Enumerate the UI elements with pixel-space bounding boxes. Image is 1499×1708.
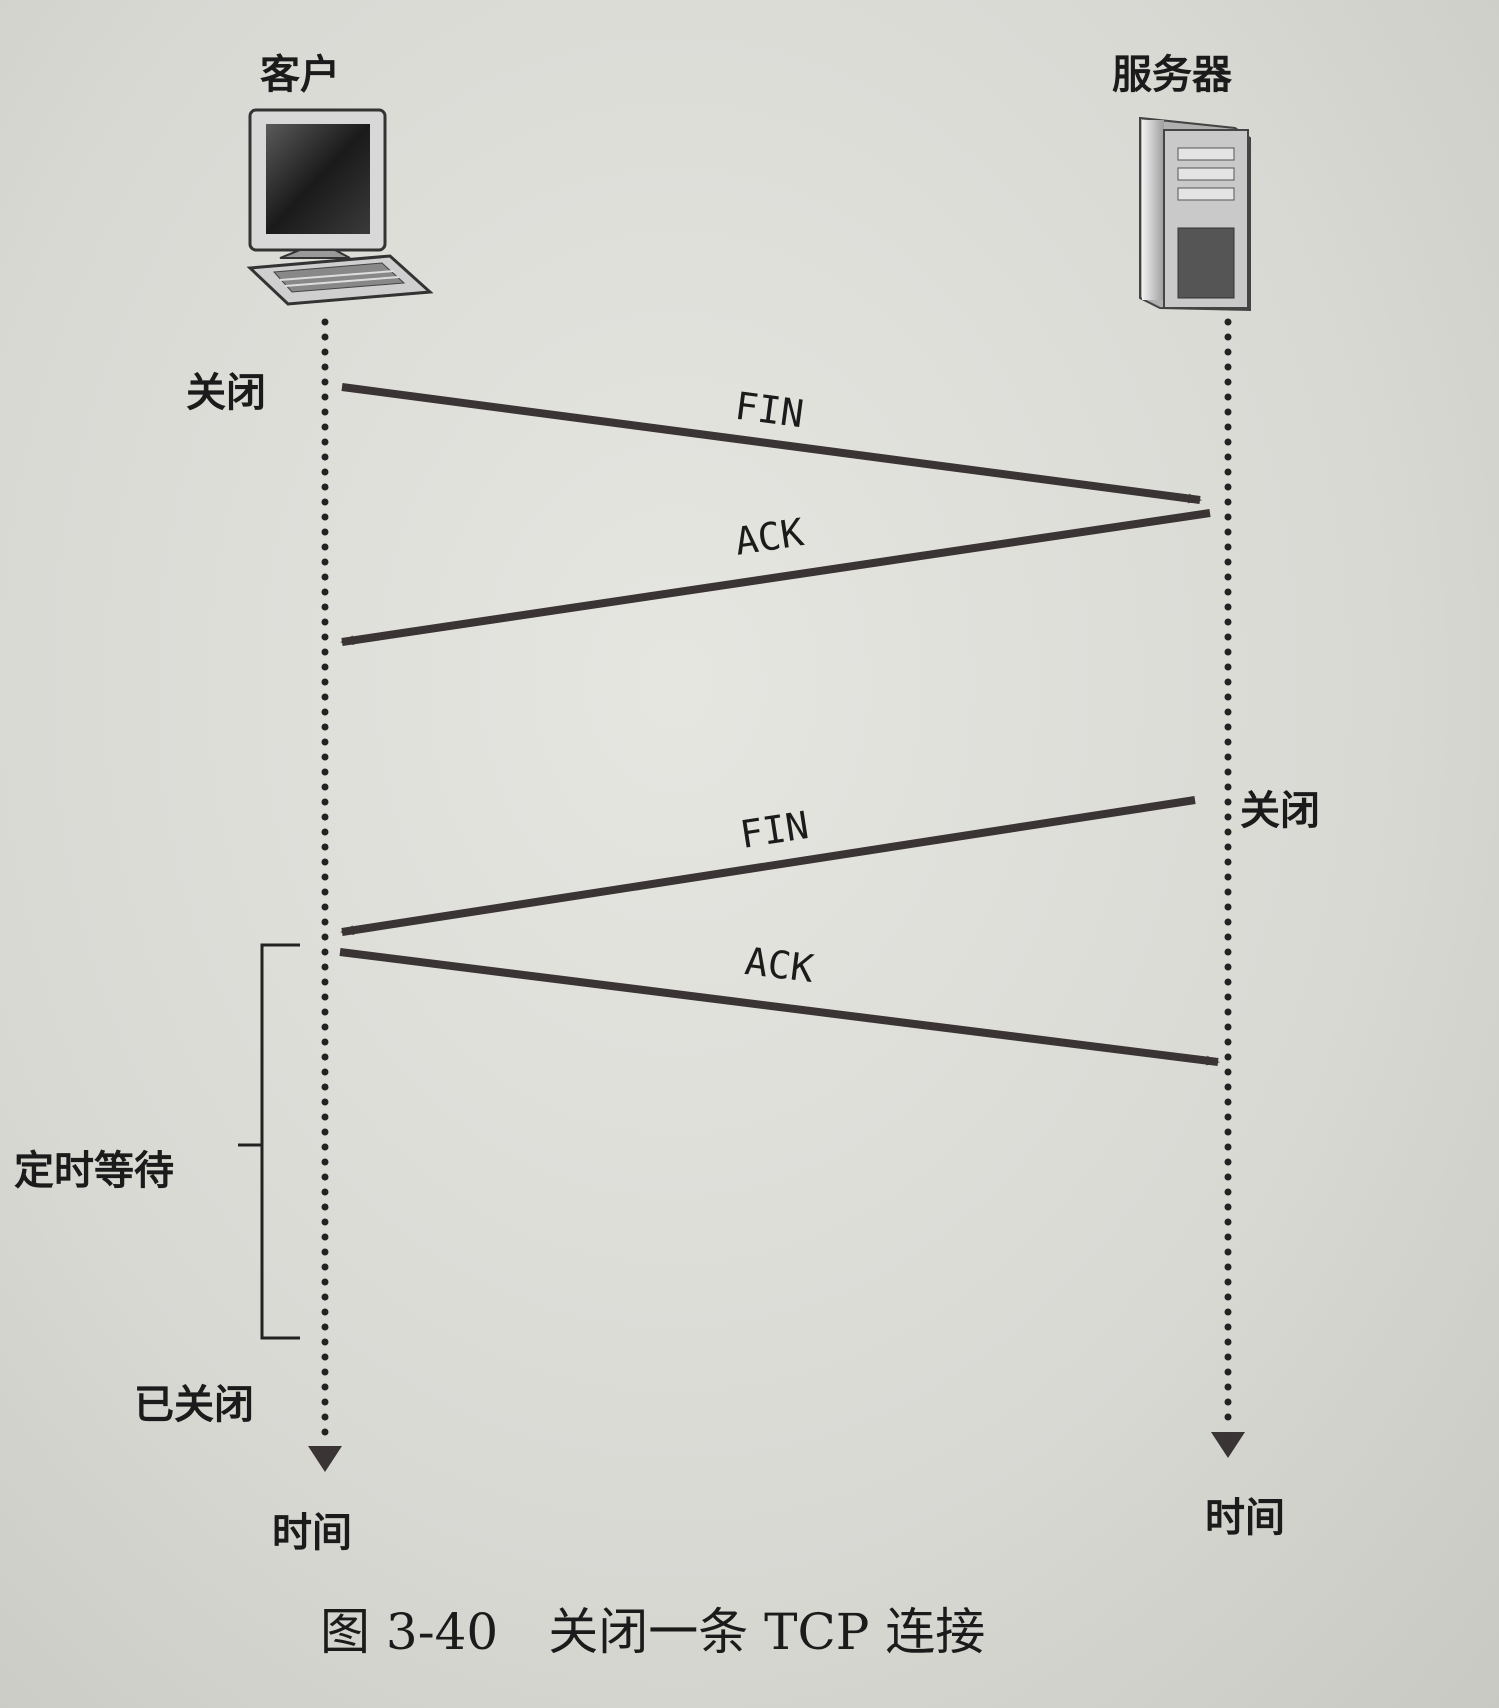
arrow-fin-client-to-server xyxy=(341,383,1202,504)
figure-caption: 图 3-40 关闭一条 TCP 连接 xyxy=(320,1592,985,1664)
computer-icon xyxy=(246,108,434,306)
client-closed-label: 已关闭 xyxy=(134,1382,254,1428)
server-title: 服务器 xyxy=(1112,52,1232,98)
arrow-fin-server-to-client xyxy=(340,796,1196,936)
arrow-ack-server-to-client xyxy=(340,509,1211,646)
figure-caption-text: 关闭一条 TCP 连接 xyxy=(548,1603,986,1661)
server-close-label: 关闭 xyxy=(1240,788,1320,834)
message-label-ack-2: ACK xyxy=(742,938,817,992)
figure-number: 图 3-40 xyxy=(320,1603,499,1661)
client-time-arrowhead xyxy=(308,1446,342,1472)
client-time-label: 时间 xyxy=(272,1510,352,1556)
server-time-arrowhead xyxy=(1211,1432,1245,1458)
client-title: 客户 xyxy=(260,52,340,98)
server-icon xyxy=(1139,116,1251,312)
server-time-label: 时间 xyxy=(1205,1495,1285,1541)
timed-wait-bracket xyxy=(238,943,300,1340)
client-close-label: 关闭 xyxy=(186,370,266,416)
arrow-ack-client-to-server xyxy=(339,948,1220,1066)
message-label-fin-1: FIN xyxy=(732,383,807,437)
timed-wait-label: 定时等待 xyxy=(14,1148,174,1194)
